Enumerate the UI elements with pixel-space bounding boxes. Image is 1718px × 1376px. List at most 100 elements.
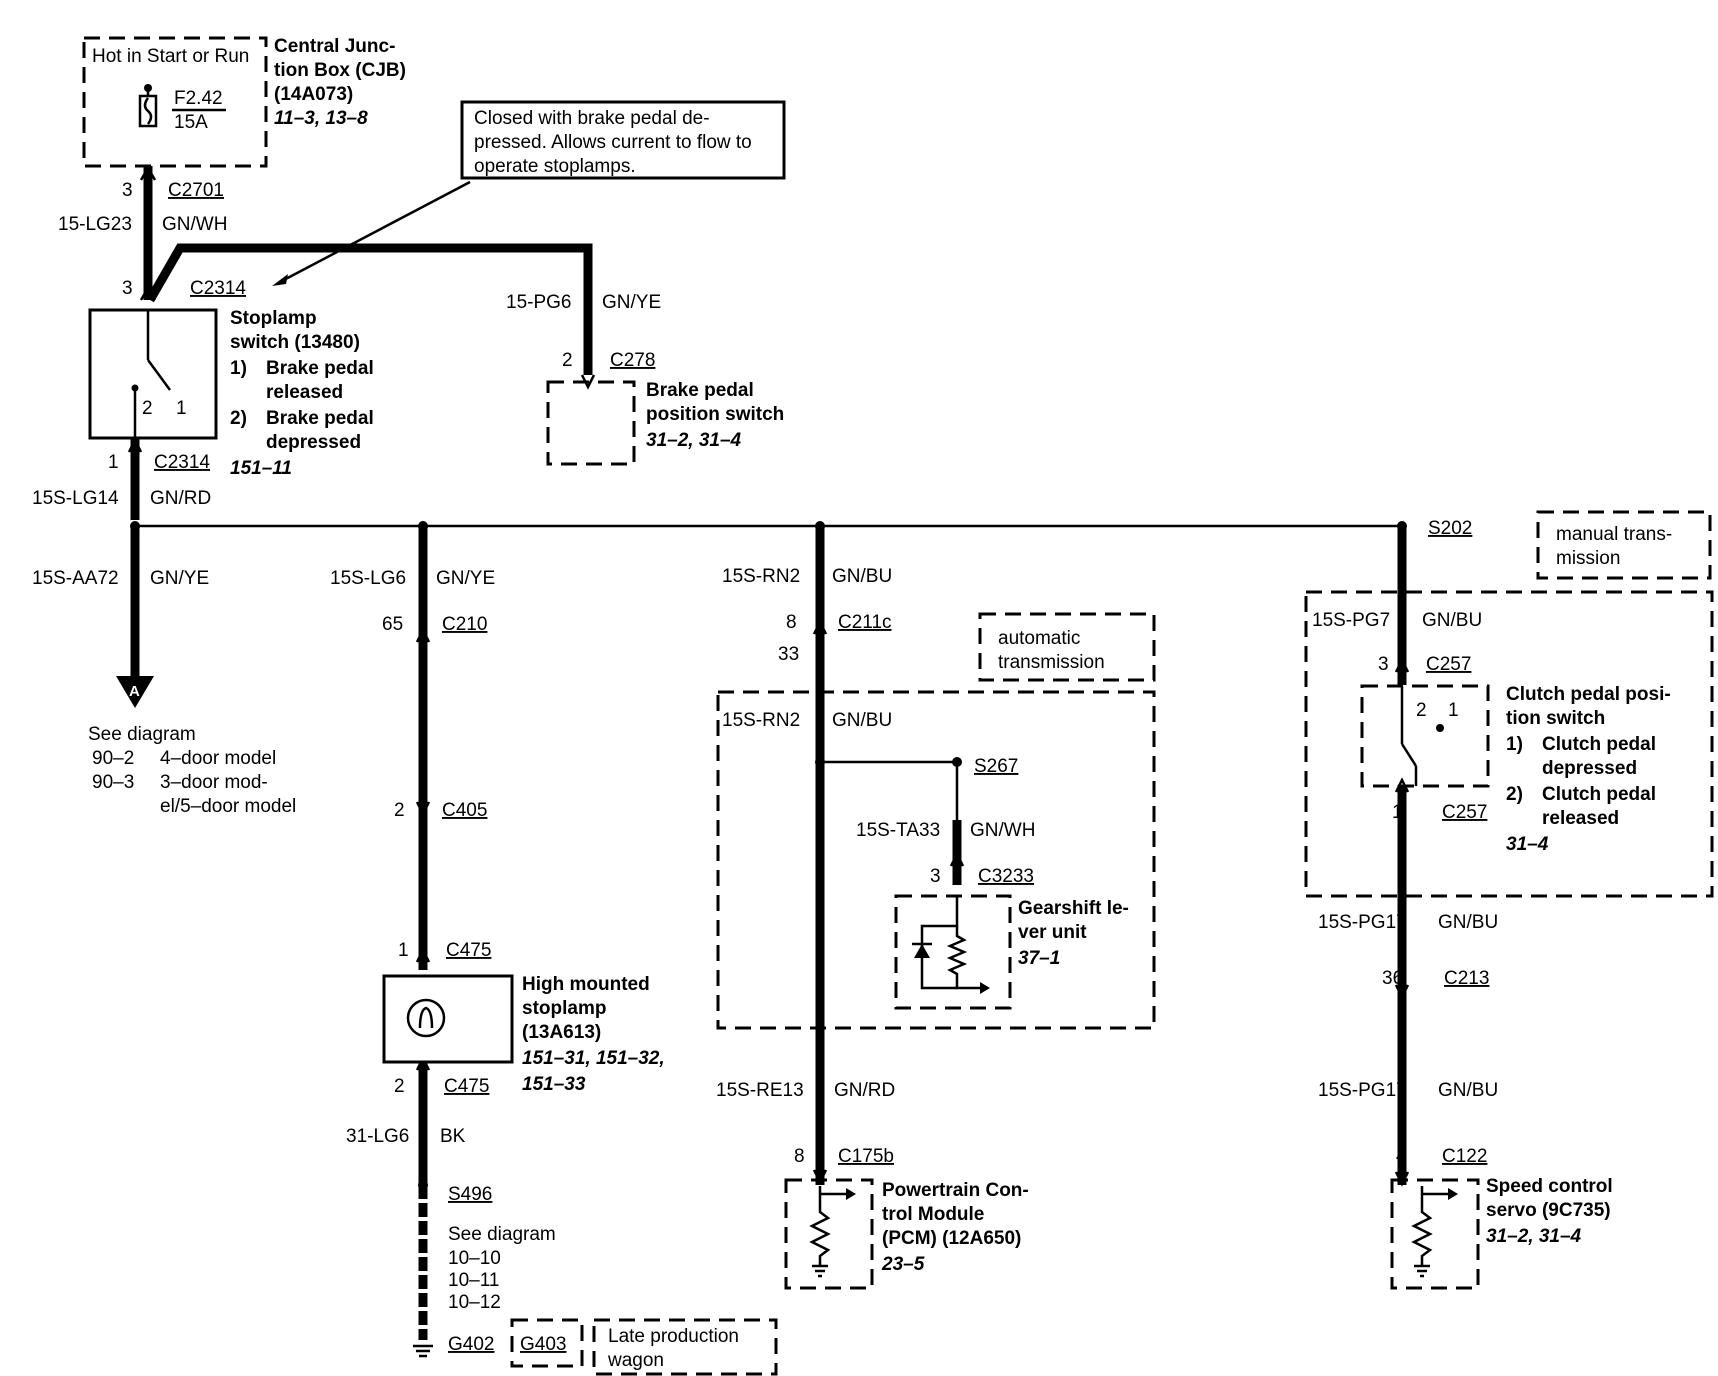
speed-control-servo: Speed control servo (9C735) 31–2, 31–4 <box>1390 1176 1613 1290</box>
wire-15sta33-label: 15S-TA33 <box>856 820 940 841</box>
wire-15slg14-color: GN/RD <box>150 488 211 509</box>
diode-icon <box>912 942 932 958</box>
pcm-resistor-icon <box>809 1200 831 1266</box>
wire-15slg6-label: 15S-LG6 <box>330 568 406 589</box>
switch-contact-icon <box>131 310 172 438</box>
offpage-ref2-num: 90–3 <box>92 772 134 793</box>
c213-label: C213 <box>1444 968 1489 989</box>
cjb-ref: 11–3, 13–8 <box>274 108 368 129</box>
wire-15pg6-label: 15-PG6 <box>506 292 571 313</box>
c2314-top-label: C2314 <box>190 278 246 299</box>
c211c-pin-b: 33 <box>778 644 799 665</box>
wire-15slg14-label: 15S-LG14 <box>32 488 119 509</box>
c475-top-label: C475 <box>446 940 491 961</box>
stoplamp-pin1: 1 <box>176 398 187 419</box>
late-production-line2: wagon <box>607 1350 664 1371</box>
bpp-name-line2: position switch <box>646 404 784 425</box>
pcm-name-line2: trol Module <box>882 1204 984 1225</box>
clutch-pedal-position-switch: 2 1 Clutch pedal posi- tion switch 1) Cl… <box>1360 684 1671 855</box>
fuse-amps: 15A <box>174 112 208 133</box>
bpp-ref: 31–2, 31–4 <box>646 430 742 451</box>
callout-arrow <box>279 180 471 284</box>
callout-note: Closed with brake pedal de- pressed. All… <box>272 100 786 286</box>
wire-15spg17-b-label: 15S-PG17 <box>1318 1080 1407 1101</box>
wire-15spg17-b-color: GN/BU <box>1438 1080 1498 1101</box>
c122-pin: 4 <box>1396 1146 1407 1167</box>
wire-15spg7-label: 15S-PG7 <box>1312 610 1390 631</box>
wire-15lg23-color: GN/WH <box>162 214 227 235</box>
stoplamp-name-line1: Stoplamp <box>230 308 317 329</box>
wire-31lg6-label: 31-LG6 <box>346 1126 409 1147</box>
c210-pin: 65 <box>382 614 403 635</box>
wire-15srn2-a-label: 15S-RN2 <box>722 566 800 587</box>
stoplamp-name-line2: switch (13480) <box>230 332 360 353</box>
auto-trans-line1: automatic <box>998 628 1080 649</box>
automatic-transmission-group: automatic transmission <box>716 612 1156 1030</box>
stoplamp-state1-num: 1) <box>230 358 247 379</box>
c2701-pin: 3 <box>122 180 133 201</box>
cjb-name-line1: Central Junc- <box>274 36 395 57</box>
bpp-name-line1: Brake pedal <box>646 380 754 401</box>
ground-ref3: 10–12 <box>448 1292 501 1313</box>
gearshift-name-line2: ver unit <box>1018 922 1087 943</box>
servo-ground-icon <box>1414 1264 1430 1278</box>
brake-pedal-position-switch: Brake pedal position switch 31–2, 31–4 <box>546 380 784 466</box>
g403-label: G403 <box>520 1334 566 1355</box>
c122-label: C122 <box>1442 1146 1487 1167</box>
stoplamp-pin2: 2 <box>142 398 153 419</box>
clutch-switch-contact-icon <box>1400 686 1444 786</box>
c475-bot-label: C475 <box>444 1076 489 1097</box>
stoplamp-state1-b: released <box>266 382 343 403</box>
c3233-label: C3233 <box>978 866 1034 887</box>
hmsl-ref1: 151–31, 151–32, <box>522 1048 665 1069</box>
late-production-line1: Late production <box>608 1326 739 1347</box>
pcm-name-line1: Powertrain Con- <box>882 1180 1029 1201</box>
wires <box>130 166 1407 1340</box>
wire-15lg23-label: 15-LG23 <box>58 214 132 235</box>
wire-15sta33-color: GN/WH <box>970 820 1035 841</box>
splice-dots <box>130 521 1407 1190</box>
g402-label: G402 <box>448 1334 494 1355</box>
c211c-pin-a: 8 <box>786 612 797 633</box>
wire-labels: 3 C2701 15-LG23 GN/WH 3 C2314 15-PG6 GN/… <box>32 180 1498 1205</box>
c210-label: C210 <box>442 614 487 635</box>
servo-name-line2: servo (9C735) <box>1486 1200 1611 1221</box>
wire-15slg6-color: GN/YE <box>436 568 495 589</box>
cpp-pin1: 1 <box>1448 700 1459 721</box>
hmsl-name-line2: stoplamp <box>522 998 606 1019</box>
wire-15-pg6 <box>146 243 593 375</box>
c3233-pin: 3 <box>930 866 941 887</box>
cpp-name-line1: Clutch pedal posi- <box>1506 684 1671 705</box>
wire-15saa72-color: GN/YE <box>150 568 209 589</box>
ground-see-diagram: See diagram <box>448 1224 556 1245</box>
wire-15saa72-label: 15S-AA72 <box>32 568 119 589</box>
s267-label: S267 <box>974 756 1018 777</box>
s202-label: S202 <box>1428 518 1472 539</box>
cpp-state2-a: Clutch pedal <box>1542 784 1656 805</box>
c278-label: C278 <box>610 350 655 371</box>
cpp-state2-b: released <box>1542 808 1619 829</box>
auto-trans-line2: transmission <box>998 652 1105 673</box>
c2314-bot-label: C2314 <box>154 452 210 473</box>
cjb-part-number: (14A073) <box>274 84 353 105</box>
resistor-icon <box>946 926 982 990</box>
cjb-hot-label: Hot in Start or Run <box>92 46 249 67</box>
s496-label: S496 <box>448 1184 492 1205</box>
wire-15sre13-color: GN/RD <box>834 1080 895 1101</box>
wire-15pg6-color: GN/YE <box>602 292 661 313</box>
cpp-name-line2: tion switch <box>1506 708 1605 729</box>
c211c-label: C211c <box>838 612 892 633</box>
c213-pin: 36 <box>1382 968 1403 989</box>
c175b-pin: 8 <box>794 1146 805 1167</box>
stoplamp-switch: 2 1 Stoplamp switch (13480) 1) Brake ped… <box>88 308 374 479</box>
cpp-state1-b: depressed <box>1542 758 1637 779</box>
connector-arrows <box>127 165 1410 1187</box>
fuse-icon <box>138 84 158 128</box>
wire-15spg17-a-label: 15S-PG17 <box>1318 912 1407 933</box>
c405-label: C405 <box>442 800 487 821</box>
offpage-letter: A <box>129 683 140 700</box>
wire-15spg7-color: GN/BU <box>1422 610 1482 631</box>
wire-31lg6-color: BK <box>440 1126 466 1147</box>
manual-transmission-group: manual trans- mission <box>1304 510 1714 898</box>
